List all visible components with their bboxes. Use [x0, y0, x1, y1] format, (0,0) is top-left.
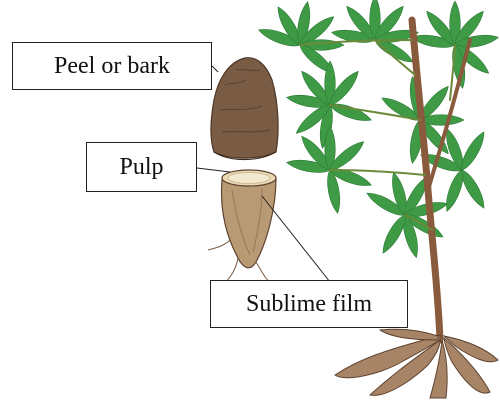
- tuber-pulp: [208, 170, 276, 286]
- root-cluster: [335, 329, 498, 398]
- pointer-pulp: [197, 168, 230, 172]
- label-pulp: Pulp: [86, 142, 197, 192]
- pointer-peel: [212, 66, 218, 72]
- label-pulp-text: Pulp: [119, 155, 163, 179]
- label-peel-or-bark: Peel or bark: [12, 42, 212, 90]
- leaf-clusters: [257, 0, 499, 259]
- label-sublime-film: Sublime film: [210, 280, 408, 328]
- pointer-film: [262, 196, 330, 282]
- tuber-peel: [211, 58, 278, 160]
- label-film-text: Sublime film: [246, 292, 372, 316]
- label-peel-text: Peel or bark: [54, 54, 170, 78]
